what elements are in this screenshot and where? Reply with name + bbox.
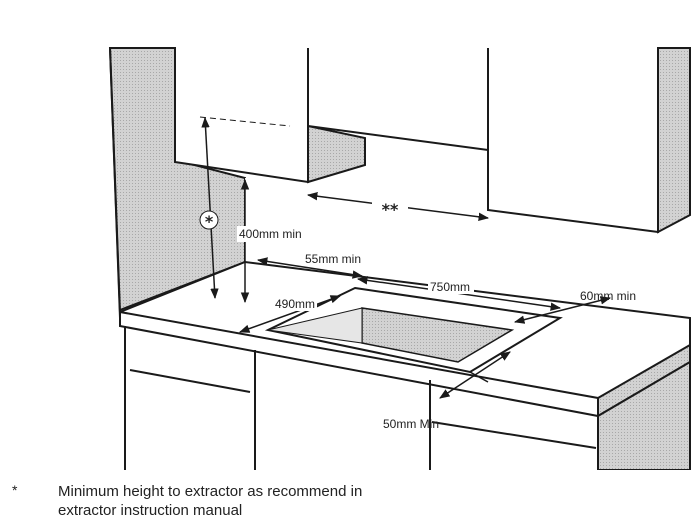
side-60-dimension [513, 296, 612, 324]
height-400-label-bg [237, 226, 301, 242]
depth-490-label: 490mm [275, 297, 315, 311]
star-single-label: * [205, 212, 214, 231]
depth-490-label-bg [273, 296, 317, 311]
side-60-label: 60mm min [580, 289, 636, 303]
width-750-label-bg [428, 279, 474, 294]
gap-55-label: 55mm min [305, 252, 361, 266]
front-50-dimension [439, 351, 511, 399]
right-upper-cabinet [487, 48, 659, 234]
height-400-label: 400mm min [239, 227, 302, 241]
base-cabinet-left [124, 326, 256, 470]
star-height-extension [199, 116, 291, 127]
gap-55-dimension [256, 257, 364, 279]
front-50-label: 50mm Min [383, 417, 439, 431]
wall-edge-line [109, 47, 121, 313]
left-upper-cabinet [174, 48, 309, 184]
base-cabinet-side [597, 360, 691, 470]
width-750-label: 750mm [430, 280, 470, 294]
footnote-line-2: extractor instruction manual [58, 502, 243, 519]
footnote-mark: * [12, 482, 18, 498]
right-upper-cabinet-side [657, 47, 691, 234]
star-height-dimension [201, 116, 219, 300]
footnote: * Minimum height to extractor as recomme… [10, 482, 690, 522]
footnote-line-1: Minimum height to extractor as recommend… [58, 483, 363, 500]
hob-installation-diagram: * 400mm min ** 55mm min 750mm 60mm min 4… [108, 47, 691, 470]
double-star-label-bg [372, 200, 408, 218]
footnote-text: Minimum height to extractor as recommend… [58, 482, 458, 520]
extractor-hood [307, 124, 366, 184]
double-star-label: ** [382, 200, 399, 219]
depth-490-dimension [239, 295, 341, 333]
star-marker-circle [199, 210, 219, 230]
